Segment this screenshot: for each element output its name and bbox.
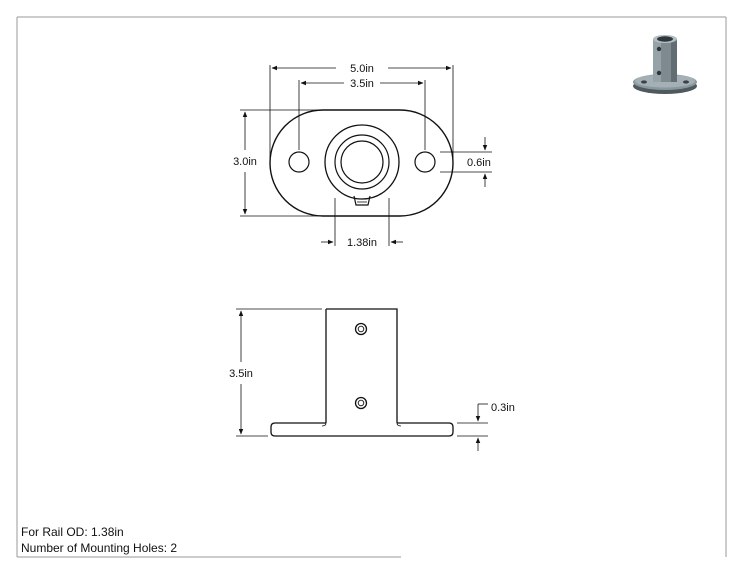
front-view-dimension-lines (238, 310, 488, 451)
socket-bore-outer (334, 134, 390, 190)
set-screw-top (354, 322, 368, 336)
set-screw-boss (353, 195, 371, 206)
base-flange-outline (270, 422, 454, 437)
note-rail-od: For Rail OD: 1.38in (21, 525, 124, 539)
base-plate-outline (269, 109, 454, 217)
mounting-hole-left (288, 151, 310, 173)
mounting-hole-right (414, 151, 436, 173)
dim-label-hole-diameter: 0.6in (467, 157, 491, 169)
post-outline (325, 308, 398, 423)
socket-outer (324, 124, 400, 200)
front-view (270, 308, 454, 437)
drawing-notes: For Rail OD: 1.38in Number of Mounting H… (21, 524, 177, 556)
dim-label-height: 3.5in (229, 368, 253, 380)
socket-bore-inner (340, 140, 384, 184)
dim-label-overall-length: 5.0in (350, 63, 374, 75)
dim-label-base-width: 3.0in (233, 156, 257, 168)
front-view-extension-lines (236, 308, 488, 437)
drawing-border (16, 16, 727, 558)
isometric-view (633, 35, 697, 94)
top-view-extension-lines (240, 65, 492, 246)
dim-label-hole-spacing: 3.5in (350, 78, 374, 90)
note-mounting-holes: Number of Mounting Holes: 2 (21, 541, 178, 555)
top-view (269, 109, 454, 217)
dim-label-bore-diameter: 1.38in (347, 237, 377, 249)
dim-label-base-thickness: 0.3in (491, 402, 515, 414)
top-view-dimension-lines (242, 65, 488, 245)
set-screw-bottom (354, 396, 368, 410)
